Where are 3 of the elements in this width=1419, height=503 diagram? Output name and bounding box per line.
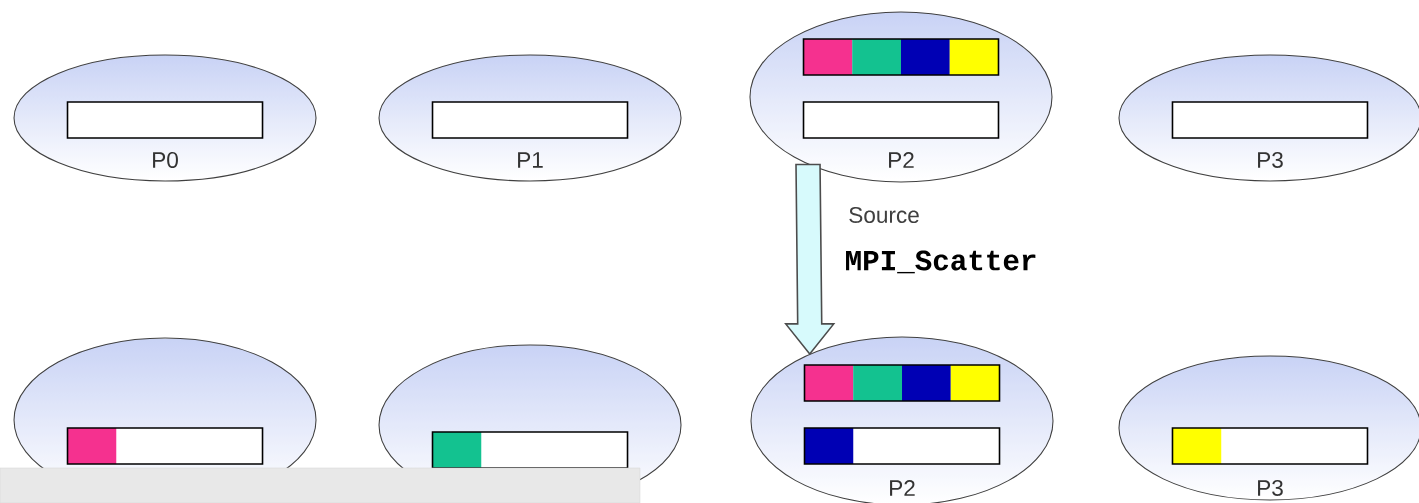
block-arrow — [784, 163, 836, 356]
text-label: Source — [849, 207, 919, 223]
edge-label: MPI_Scatter — [846, 250, 1036, 274]
